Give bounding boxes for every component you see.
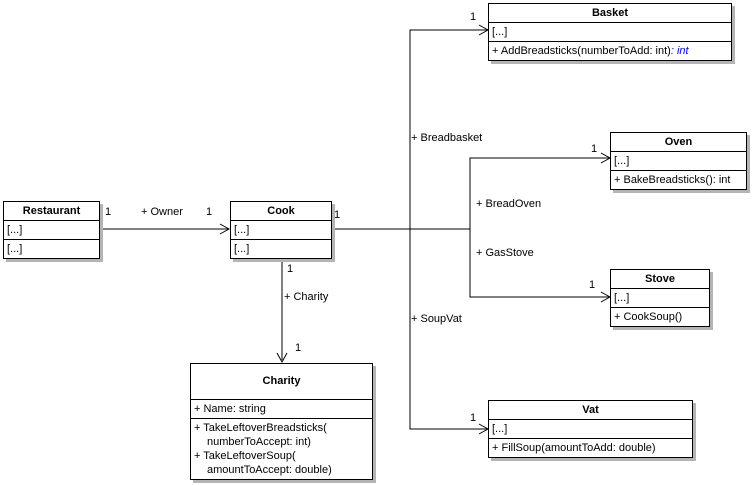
- class-oven-attributes: [...]: [614, 155, 630, 167]
- charity-method2-line2: amountToAccept: double): [207, 464, 332, 476]
- class-basket-method: + AddBreadsticks(numberToAdd: int): int: [489, 42, 731, 60]
- breadbasket-soupvat-trunk-line[interactable]: [409, 29, 487, 430]
- charity-method1-line1: + TakeLeftoverBreadsticks(: [194, 422, 327, 434]
- basket-method-return-type: : int: [670, 45, 689, 57]
- owner-arrowhead-icon: [219, 223, 231, 235]
- class-restaurant-attributes: [...]: [7, 224, 23, 236]
- cook-source-multiplicity: 1: [334, 209, 341, 221]
- soupvat-target-multiplicity: 1: [470, 412, 477, 424]
- class-charity-attribute: + Name: string: [194, 403, 266, 415]
- charity-source-multiplicity: 1: [287, 263, 294, 275]
- class-cook-title: Cook: [267, 205, 295, 217]
- class-stove[interactable]: Stove [...] + CookSoup(): [610, 269, 710, 327]
- class-oven-title: Oven: [664, 136, 693, 148]
- owner-source-multiplicity: 1: [105, 206, 112, 218]
- class-stove-attributes: [...]: [614, 292, 630, 304]
- class-cook-methods: [...]: [234, 243, 250, 255]
- class-restaurant-title: Restaurant: [22, 205, 81, 217]
- class-basket[interactable]: Basket [...] + AddBreadsticks(numberToAd…: [488, 3, 732, 61]
- class-stove-title: Stove: [645, 273, 675, 285]
- gasstove-association-label: + GasStove: [476, 247, 534, 259]
- class-charity-title: Charity: [262, 375, 301, 387]
- breadbasket-target-multiplicity: 1: [470, 11, 477, 23]
- charity-arrowhead-icon: [276, 352, 288, 364]
- owner-association-label: + Owner: [141, 206, 183, 218]
- class-vat[interactable]: Vat [...] + FillSoup(amountToAdd: double…: [488, 400, 693, 458]
- class-restaurant-methods: [...]: [7, 243, 23, 255]
- basket-method-signature: + AddBreadsticks(numberToAdd: int): [492, 45, 671, 57]
- class-vat-title: Vat: [582, 404, 599, 416]
- breadbasket-association-label: + Breadbasket: [411, 132, 483, 144]
- class-vat-attributes: [...]: [492, 423, 508, 435]
- charity-method1-line2: numberToAccept: int): [207, 436, 311, 448]
- class-charity[interactable]: Charity + Name: string + TakeLeftoverBre…: [190, 363, 373, 480]
- class-basket-attributes: [...]: [492, 26, 508, 38]
- breadoven-target-multiplicity: 1: [591, 143, 598, 155]
- class-cook-attributes: [...]: [234, 224, 250, 236]
- class-stove-method: + CookSoup(): [614, 311, 683, 323]
- breadoven-gasstove-trunk-line[interactable]: [469, 157, 609, 298]
- class-vat-method: + FillSoup(amountToAdd: double): [492, 442, 656, 454]
- class-cook[interactable]: Cook [...] [...]: [230, 201, 332, 259]
- class-basket-title: Basket: [591, 7, 629, 19]
- owner-target-multiplicity: 1: [206, 206, 213, 218]
- class-oven[interactable]: Oven [...] + BakeBreadsticks(): int: [610, 132, 747, 190]
- breadoven-association-label: + BreadOven: [476, 198, 542, 210]
- charity-association-label: + Charity: [284, 291, 329, 303]
- charity-target-multiplicity: 1: [295, 342, 302, 354]
- gasstove-target-multiplicity: 1: [589, 279, 596, 291]
- soupvat-association-label: + SoupVat: [411, 313, 462, 325]
- charity-method2-line1: + TakeLeftoverSoup(: [194, 450, 296, 462]
- class-oven-method: + BakeBreadsticks(): int: [614, 174, 731, 186]
- class-restaurant[interactable]: Restaurant [...] [...]: [3, 201, 100, 259]
